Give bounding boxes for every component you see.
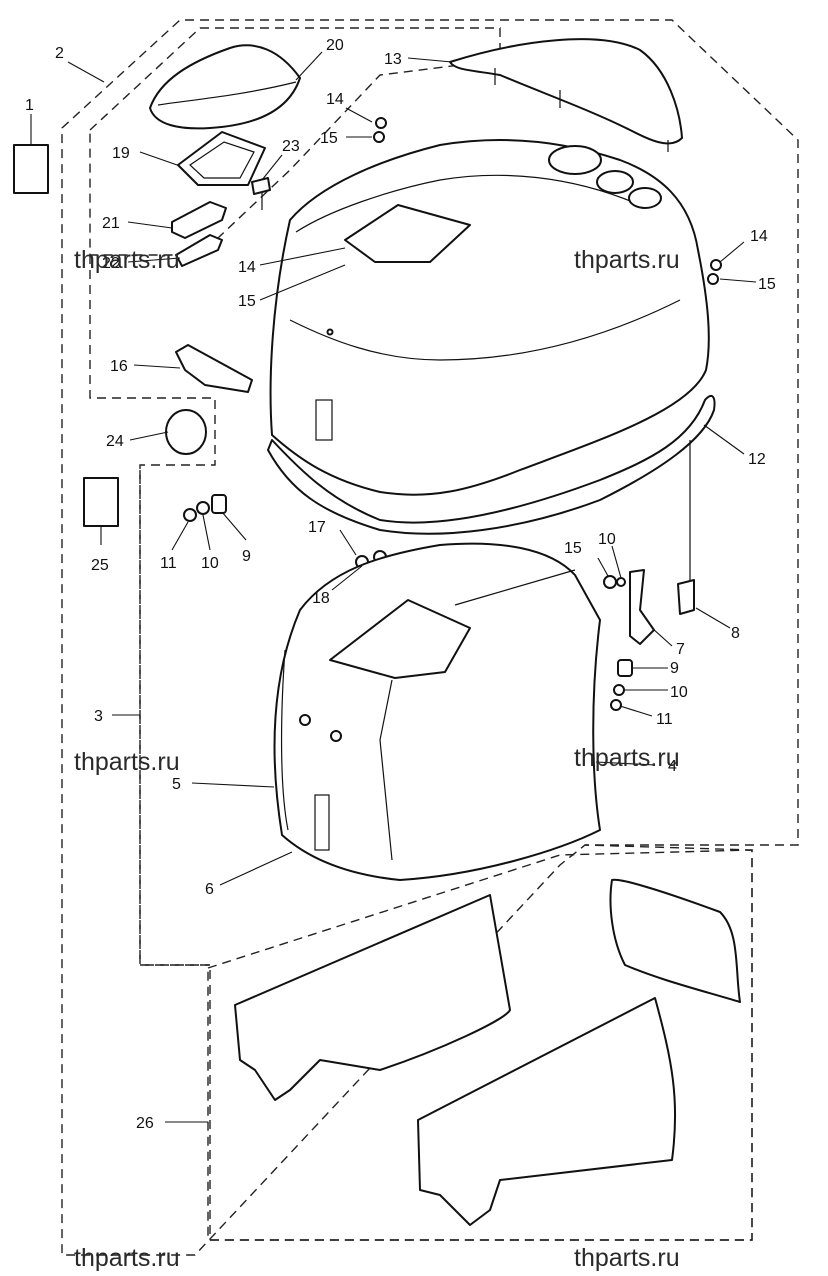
label-19: 19 [112, 145, 130, 162]
side-panel-5 [280, 649, 289, 831]
handle-13 [449, 38, 683, 145]
label-14-right: 14 [750, 228, 768, 245]
spacer-9-right [617, 659, 633, 677]
lower-cowling-opening [329, 599, 471, 679]
label-9-left: 9 [242, 548, 251, 565]
label-2: 2 [55, 45, 64, 62]
label-24: 24 [106, 433, 124, 450]
label-10-left: 10 [201, 555, 219, 572]
label-15-mid: 15 [238, 293, 256, 310]
bracket-16 [175, 344, 253, 393]
watermark-3: thparts.ru [74, 748, 180, 776]
group-outline-26 [207, 849, 753, 1241]
decal-26-right [609, 878, 741, 1003]
seal-12 [267, 394, 716, 535]
watermark-6: thparts.ru [574, 1244, 680, 1272]
label-18: 18 [312, 590, 330, 607]
group-outline-2 [61, 19, 799, 1256]
label-26: 26 [136, 1115, 154, 1132]
washer-10-right [616, 577, 626, 587]
top-cowling-opening [344, 204, 471, 263]
label-14-top: 14 [326, 91, 344, 108]
label-9-right: 9 [670, 660, 679, 677]
label-10-right: 10 [670, 684, 688, 701]
leader-lines [30, 51, 757, 1123]
bracket-21 [171, 201, 227, 239]
washer-15-right [603, 575, 617, 589]
slot-6 [314, 794, 330, 851]
decal-box-1 [13, 144, 49, 194]
label-8: 8 [731, 625, 740, 642]
decal-box-25 [83, 477, 119, 527]
label-10-upper-right: 10 [598, 531, 616, 548]
label-11-left: 11 [160, 555, 177, 572]
label-13: 13 [384, 51, 402, 68]
label-6: 6 [205, 881, 214, 898]
watermark-5: thparts.ru [74, 1244, 180, 1272]
label-1: 1 [25, 97, 34, 114]
watermarks: thparts.ru thparts.ru thparts.ru thparts… [74, 246, 680, 1272]
label-20: 20 [326, 37, 344, 54]
spacer-9-left [211, 494, 227, 514]
part-number-labels: 1 2 20 13 14 15 19 23 21 22 14 15 14 15 … [25, 37, 776, 1132]
watermark-1: thparts.ru [74, 246, 180, 274]
washer-10-left [196, 501, 210, 515]
label-3: 3 [94, 708, 103, 725]
gasket-19 [177, 131, 266, 186]
label-12: 12 [748, 451, 766, 468]
washer-10-right-lower [613, 684, 625, 696]
label-16: 16 [110, 358, 128, 375]
label-7: 7 [676, 641, 685, 658]
label-22: 22 [102, 255, 120, 272]
decal-26-lower [417, 997, 677, 1226]
label-11-right: 11 [656, 711, 673, 728]
decal-26-upper-left [234, 894, 511, 1101]
label-25: 25 [91, 557, 109, 574]
label-21: 21 [102, 215, 120, 232]
label-17: 17 [308, 519, 326, 536]
watermark-2: thparts.ru [574, 246, 680, 274]
label-15-lower: 15 [564, 540, 582, 557]
group-outline-upper-cover [89, 27, 501, 966]
label-4: 4 [668, 758, 677, 775]
label-15-top: 15 [320, 130, 338, 147]
bracket-22 [175, 234, 223, 267]
label-23: 23 [282, 138, 300, 155]
watermark-4: thparts.ru [574, 744, 680, 772]
label-5: 5 [172, 776, 181, 793]
nut-11-left [183, 508, 197, 522]
bolt-23 [251, 177, 271, 195]
plug-24 [165, 409, 207, 455]
bracket-7 [629, 569, 655, 645]
label-14-mid: 14 [238, 259, 256, 276]
lower-cowling [273, 542, 601, 881]
latch-8 [677, 579, 695, 615]
label-15-right: 15 [758, 276, 776, 293]
nut-11-right [610, 699, 622, 711]
top-cap-20 [149, 44, 301, 130]
